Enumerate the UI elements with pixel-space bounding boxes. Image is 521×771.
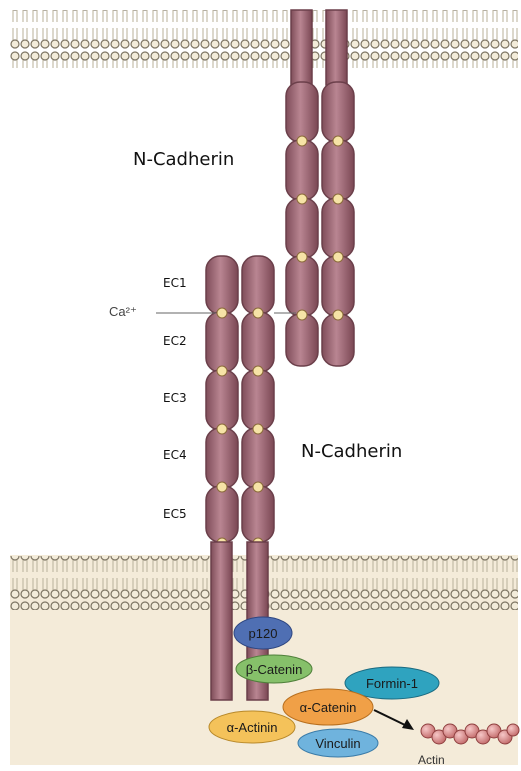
ec4-label: EC4 <box>163 448 187 462</box>
formin-label: Formin-1 <box>366 676 418 691</box>
alpha-catenin-label: α-Catenin <box>300 700 357 715</box>
top-cadherin-domains <box>286 82 354 366</box>
p120-protein: p120 <box>234 617 292 649</box>
p120-label: p120 <box>249 626 278 641</box>
bottom-cadherin-domains <box>206 256 274 548</box>
actin-label: Actin <box>418 753 445 767</box>
ec2-label: EC2 <box>163 334 187 348</box>
ec5-label: EC5 <box>163 507 187 521</box>
top-cadherin-label: N-Cadherin <box>133 149 234 170</box>
calcium-label: Ca²⁺ <box>109 304 137 319</box>
bottom-cadherin-label: N-Cadherin <box>301 441 402 462</box>
alpha-actinin-label: α-Actinin <box>227 720 278 735</box>
alpha-catenin-protein: α-Catenin <box>283 689 373 725</box>
vinculin-label: Vinculin <box>315 736 360 751</box>
top-membrane <box>10 10 518 68</box>
ec3-label: EC3 <box>163 391 187 405</box>
vinculin-protein: Vinculin <box>298 729 378 757</box>
alpha-actinin-protein: α-Actinin <box>209 711 295 743</box>
beta-catenin-label: β-Catenin <box>246 662 303 677</box>
beta-catenin-protein: β-Catenin <box>236 655 312 683</box>
ec1-label: EC1 <box>163 276 187 290</box>
